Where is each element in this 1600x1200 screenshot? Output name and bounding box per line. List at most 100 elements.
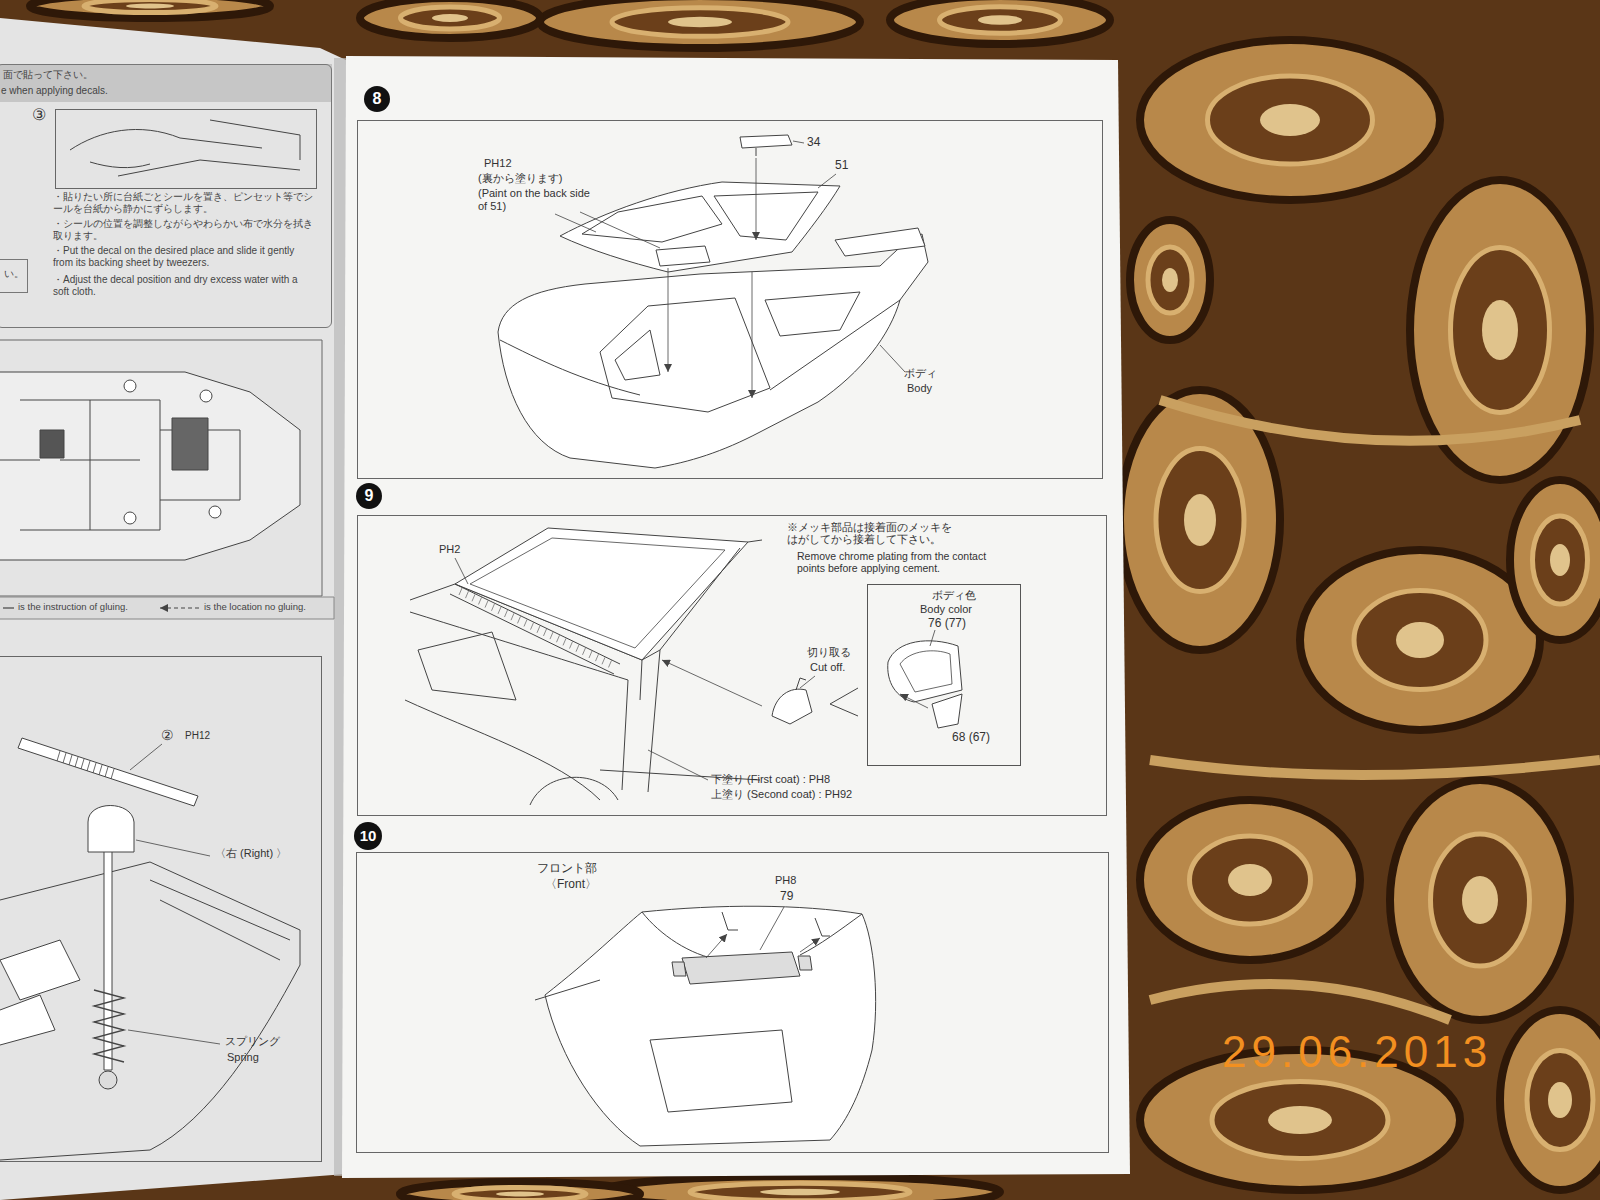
leader-line: [130, 744, 162, 770]
carpet-ornament: [1228, 864, 1272, 896]
carpet-ornament: [1148, 247, 1192, 313]
shaft-thread: [87, 761, 90, 771]
carpet-ornament: [890, 0, 1110, 44]
carpet-ornament: [1162, 268, 1178, 292]
cowl-hatch: [557, 635, 560, 642]
mirror-part: [756, 148, 757, 156]
mount-part: [99, 1071, 117, 1089]
shaft-part: [18, 738, 198, 806]
carpet-ornament: [1190, 836, 1311, 924]
leader-line: [580, 212, 660, 248]
mirror-part: [772, 689, 812, 724]
body-drawing: [600, 298, 770, 412]
nose-drawing: [650, 1030, 792, 1112]
chassis-hole: [200, 390, 212, 402]
decal-panel: 面で貼って下さい。 e when applying decals. ・貼りたい所に台…: [0, 64, 332, 328]
paint-code: PH12: [185, 730, 210, 742]
step-number-circle: 8: [364, 86, 390, 112]
paint-code: PH12: [484, 157, 512, 170]
part-label: フロント部: [537, 862, 597, 876]
paint-code: 上塗り (Second coat) : PH92: [711, 788, 852, 801]
callout-number: ②: [161, 727, 174, 743]
carpet-ornament: [1462, 876, 1498, 924]
step-number: 8: [373, 90, 382, 108]
leader-line: [455, 558, 468, 584]
cowl-hatch: [511, 613, 514, 620]
strut-part: [104, 820, 112, 1070]
assembly-arrow: [662, 660, 762, 706]
carpet-ornament: [600, 1176, 1000, 1200]
carpet-ornament: [30, 0, 270, 18]
shaft-thread: [75, 757, 78, 767]
mirror-part: [888, 641, 962, 702]
carpet-ornament: [1510, 480, 1600, 640]
carpet-ornament: [1396, 622, 1444, 658]
carpet-ornament: [1212, 1082, 1388, 1159]
assembly-arrow: [668, 268, 669, 372]
cowl-hatch: [570, 642, 573, 649]
carpet-ornament: [1533, 516, 1588, 604]
instruction-text: ・シールの位置を調整しながらやわらかい布で水分を拭き取ります。: [53, 218, 315, 241]
mirror-part: [900, 651, 952, 692]
paint-code: PH8: [775, 874, 796, 887]
cowl-hatch: [550, 632, 553, 639]
chassis-part: [40, 430, 64, 458]
header-text: 面で貼って下さい。: [3, 69, 93, 81]
callout-number: 76 (77): [928, 617, 966, 631]
bracket-part: [682, 952, 800, 984]
note-text: Remove chrome plating from the contact p…: [797, 550, 1012, 574]
chassis-part: [172, 418, 208, 470]
date-stamp: 29.06.2013: [1222, 1030, 1492, 1074]
hand-drawing: [90, 162, 150, 168]
carpet-ornament: [978, 15, 1022, 25]
cowl-hatch: [492, 604, 495, 611]
cowl-hatch: [479, 597, 482, 604]
mirror-glass-part: [932, 694, 962, 728]
window-part: [582, 196, 722, 242]
chassis-hole: [124, 512, 136, 524]
mount-drawing: [722, 912, 830, 936]
cowl-hatch: [576, 645, 579, 652]
carpet-ornament: [1482, 300, 1518, 360]
step-panel: フロント部〈Front〉 PH8 79: [356, 852, 1109, 1153]
carpet-ornament: [360, 0, 540, 38]
note-text: (Paint on the back side of 51): [478, 187, 590, 212]
cowl-hatch: [531, 623, 534, 630]
instruction-text: ・Adjust the decal position and dry exces…: [53, 274, 315, 297]
callout-number: 34: [807, 136, 820, 150]
note-text: Cut off.: [810, 661, 845, 674]
cowl-hatch: [563, 638, 566, 645]
hand-drawing: [118, 160, 300, 176]
callout-number: 79: [780, 890, 793, 904]
knuckle-part: [88, 806, 134, 853]
carpet-ornament: [84, 0, 216, 13]
assembly-arrow: [706, 934, 727, 958]
chassis-hole: [209, 506, 221, 518]
note-text: (裏から塗ります): [478, 172, 562, 185]
callout-number: 68 (67): [952, 731, 990, 745]
part-label: 〈右 (Right) 〉: [215, 847, 287, 860]
legend-text: is the location no gluing.: [204, 602, 306, 613]
instruction-text: ・貼りたい所に台紙ごとシールを置き、ピンセット等でシールを台紙から静かにずらしま…: [53, 191, 315, 214]
cowl-hatch: [583, 648, 586, 655]
carpet-ornament: [1260, 104, 1320, 136]
assembly-panel: ②PH12〈右 (Right) 〉スプリングSpring: [0, 656, 322, 1162]
leader-line: [880, 345, 905, 372]
carpet-scroll: [1160, 400, 1580, 441]
shaft-thread: [93, 763, 96, 773]
carpet-ornament: [496, 1192, 544, 1197]
carpet-ornament: [540, 0, 860, 48]
chassis-drawing: [0, 372, 300, 560]
header-text: e when applying decals.: [1, 85, 108, 97]
leader-line: [648, 750, 708, 780]
paint-code: 下塗り (First coat) : PH8: [711, 773, 830, 786]
carpet-ornament: [1140, 40, 1440, 200]
legend-strip: [0, 597, 334, 619]
carpet-ornament: [1140, 800, 1360, 960]
part-label: 〈Front〉: [545, 878, 597, 892]
spoiler-drawing: [835, 228, 925, 256]
step-number-circle: 9: [356, 483, 382, 509]
chassis-drawing: [0, 862, 300, 1160]
